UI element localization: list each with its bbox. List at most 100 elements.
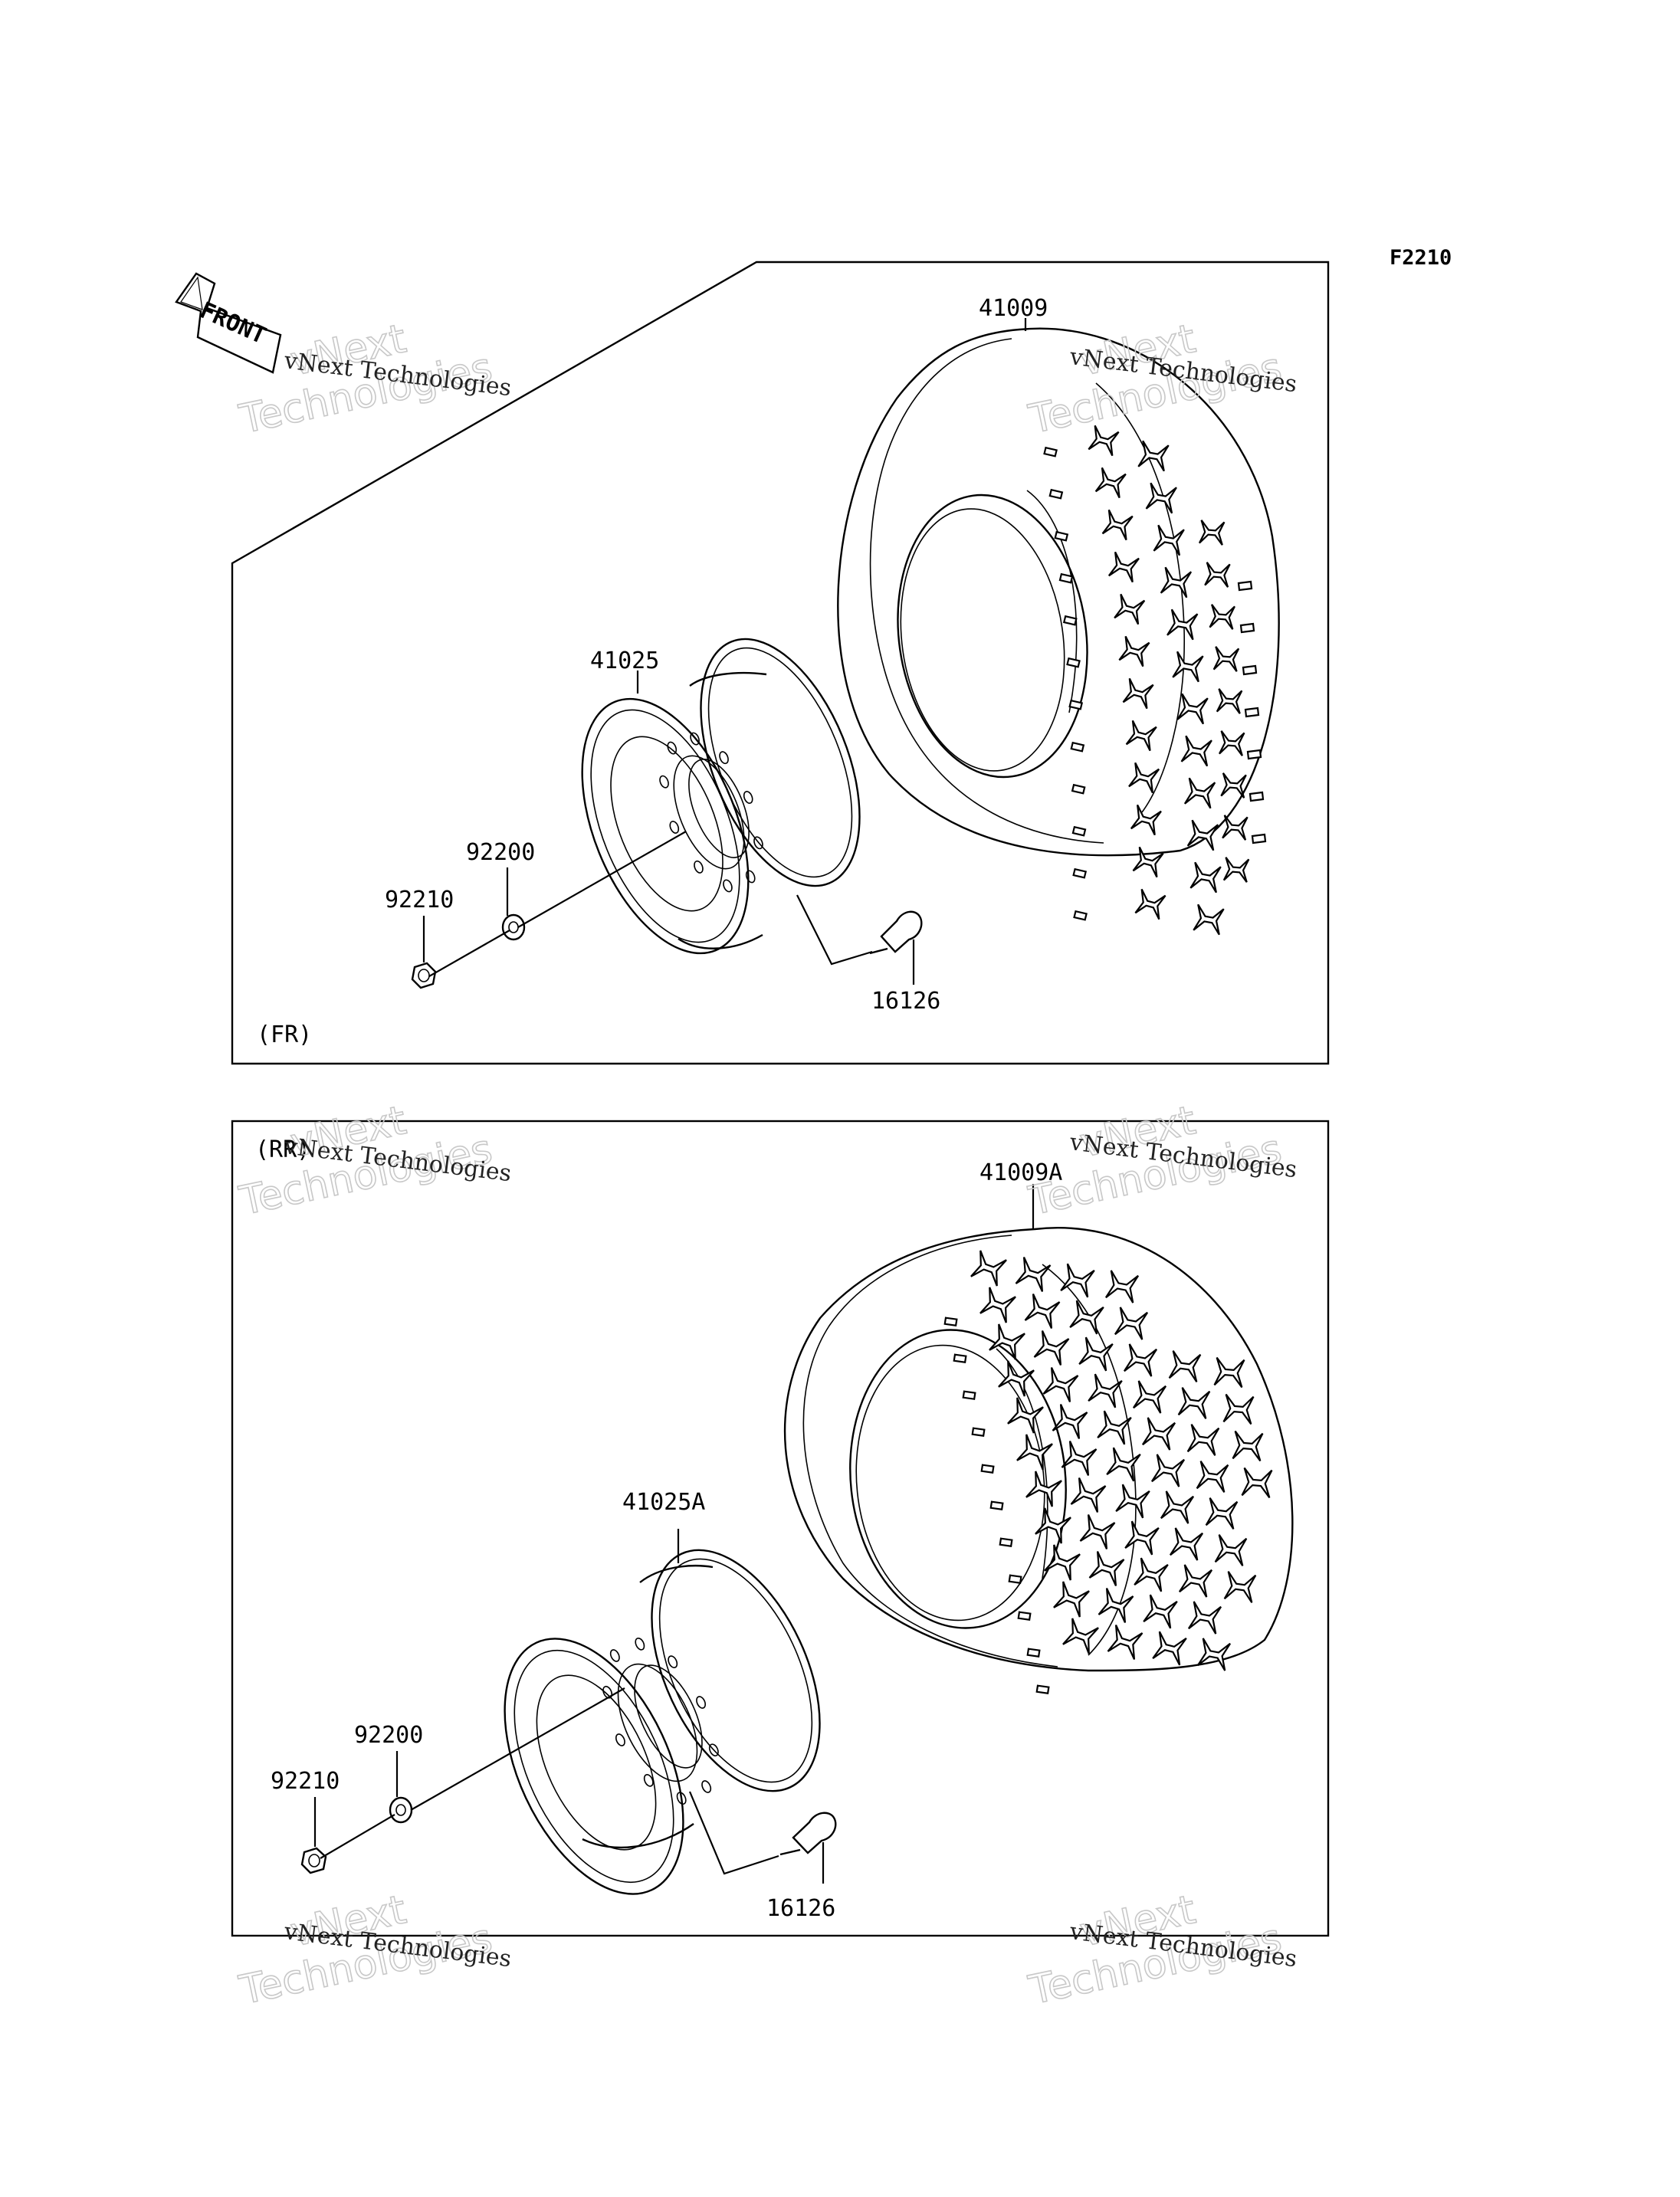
tread-block	[943, 1317, 958, 1326]
rear-wheel-lug-holes	[602, 1637, 719, 1805]
tread-block	[1244, 707, 1260, 718]
lug-hole	[696, 1696, 707, 1709]
tread-block	[1130, 804, 1162, 836]
lug-hole	[668, 1655, 678, 1668]
tread-block	[1088, 1373, 1123, 1408]
front-tire-tread	[1043, 425, 1267, 936]
tread-block	[980, 1464, 995, 1474]
tread-block	[953, 1353, 967, 1363]
tread-block	[1069, 1300, 1104, 1335]
tread-block	[1214, 1534, 1248, 1566]
tread-block	[1048, 488, 1064, 500]
tread-block	[1061, 1441, 1098, 1476]
rear-valve-icon	[779, 1812, 837, 1856]
lug-hole	[694, 860, 704, 874]
rear-tire-tread	[943, 1250, 1273, 1694]
tread-block	[989, 1323, 1025, 1360]
tread-block	[1043, 446, 1058, 457]
tread-block	[1193, 903, 1225, 936]
tread-block	[1122, 677, 1154, 710]
lug-hole	[723, 879, 733, 893]
tread-block	[1017, 1611, 1032, 1621]
tread-block	[1246, 749, 1262, 760]
part-label-41025A: 41025A	[622, 1489, 705, 1516]
tread-block	[1024, 1294, 1061, 1329]
tread-block	[1160, 566, 1193, 598]
tread-block	[1128, 762, 1160, 794]
tread-block	[1107, 551, 1140, 583]
tread-block	[1160, 1490, 1195, 1524]
tread-block	[1213, 1356, 1245, 1389]
front-section-frame	[231, 261, 1330, 1065]
tread-block	[1172, 651, 1204, 683]
tread-block	[1223, 1571, 1257, 1603]
tread-block	[1054, 530, 1069, 542]
tread-block	[1066, 657, 1081, 668]
lug-hole	[690, 732, 700, 746]
rear-tire	[783, 1227, 1294, 1694]
tread-block	[1123, 1343, 1158, 1377]
tread-block	[1071, 825, 1087, 837]
part-label-92200-rear: 92200	[354, 1722, 423, 1749]
tread-block	[1035, 1684, 1050, 1694]
tread-block	[1205, 1497, 1239, 1530]
tread-block	[1060, 1263, 1095, 1298]
tread-block	[1251, 833, 1267, 844]
tread-block	[1072, 867, 1088, 879]
tread-block	[1196, 1638, 1232, 1671]
tread-block	[1104, 1270, 1140, 1303]
lug-hole	[745, 870, 756, 884]
tread-block	[1098, 1588, 1134, 1623]
tread-block	[1094, 467, 1127, 499]
tread-block	[1186, 1424, 1220, 1456]
tread-block	[1152, 1631, 1187, 1666]
tread-block	[1053, 1581, 1090, 1618]
tread-block	[1166, 608, 1199, 641]
part-label-41009A: 41009A	[979, 1159, 1062, 1186]
tread-block	[1033, 1330, 1070, 1366]
tread-block	[1222, 857, 1250, 883]
lug-hole	[676, 1792, 687, 1805]
tread-block	[1212, 646, 1240, 672]
tread-block	[1068, 699, 1084, 710]
tread-block	[1008, 1574, 1022, 1584]
tread-block	[971, 1427, 986, 1437]
tread-block	[1209, 604, 1235, 630]
tread-block	[1241, 1467, 1273, 1499]
tread-block	[1125, 720, 1157, 752]
tread-block	[1025, 1471, 1062, 1507]
tread-block	[1079, 1514, 1116, 1549]
lug-hole	[753, 836, 763, 850]
tread-block	[1145, 482, 1177, 514]
part-label-41009: 41009	[979, 295, 1048, 322]
tread-block	[1007, 1397, 1044, 1434]
lug-hole	[659, 775, 669, 789]
part-label-92210-front: 92210	[385, 887, 454, 913]
tread-block	[1180, 735, 1212, 767]
lug-hole	[635, 1637, 645, 1651]
front-wheel-lug-holes	[659, 732, 763, 893]
tread-block	[1237, 580, 1253, 592]
tread-block	[1239, 622, 1255, 634]
tread-block	[998, 1360, 1035, 1397]
tread-block	[1107, 1625, 1144, 1660]
lug-hole	[609, 1649, 620, 1662]
tread-block	[1114, 1307, 1149, 1340]
tread-block	[1222, 815, 1249, 841]
tread-block	[1168, 1350, 1202, 1382]
front-nut-icon	[411, 962, 437, 989]
tread-block	[1134, 1557, 1169, 1592]
tread-block	[1242, 664, 1258, 676]
front-section-label: (FR)	[257, 1021, 312, 1048]
tread-block	[1220, 772, 1247, 798]
tread-block	[1176, 693, 1209, 725]
tread-block	[1196, 1461, 1229, 1493]
tread-block	[1088, 425, 1120, 457]
tread-block	[1178, 1564, 1213, 1598]
tread-block	[1187, 1601, 1222, 1635]
part-label-16126-front: 16126	[871, 988, 940, 1015]
tread-block	[1232, 1430, 1264, 1462]
tread-block	[1015, 1257, 1052, 1292]
lug-hole	[743, 791, 753, 804]
